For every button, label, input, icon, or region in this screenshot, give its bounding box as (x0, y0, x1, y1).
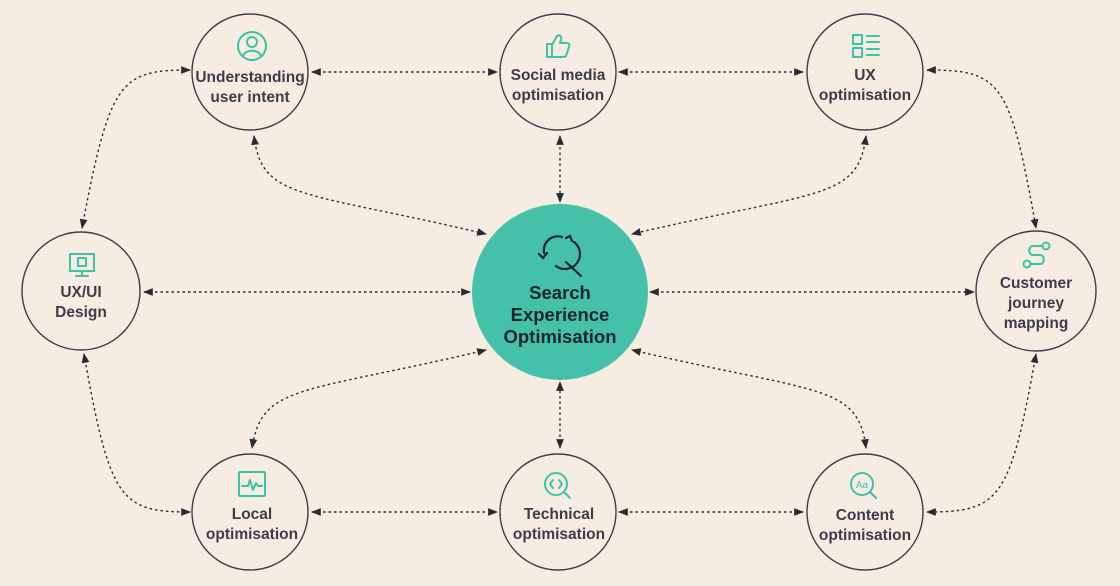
node-local (191, 453, 309, 571)
text-search-icon: Aa (850, 472, 877, 499)
label-ux: UX optimisation (800, 66, 930, 106)
user-icon (237, 31, 267, 61)
connector (251, 135, 487, 236)
label-line: optimisation (512, 526, 606, 543)
activity-chart-icon (238, 471, 266, 497)
label-line: optimisation (511, 87, 605, 104)
node-technical (499, 453, 617, 571)
code-search-icon (544, 472, 571, 499)
label-line: journey (1008, 295, 1064, 312)
label-line: Social media (510, 67, 606, 84)
connector (631, 135, 869, 236)
label-line: user intent (210, 89, 290, 106)
label-line: Technical (523, 506, 595, 523)
center-line: Experience (510, 304, 610, 325)
node-understanding (191, 13, 309, 131)
node-content (806, 453, 924, 571)
label-line: mapping (1003, 315, 1069, 332)
label-line: optimisation (818, 87, 912, 104)
connector (926, 353, 1039, 516)
label-line: Design (55, 304, 107, 321)
label-local: Local optimisation (187, 505, 317, 545)
thumbs-up-icon (546, 34, 571, 58)
label-line: Content (835, 507, 895, 524)
svg-text:Aa: Aa (856, 480, 869, 491)
label-line: UX (854, 67, 876, 84)
node-journey (975, 230, 1097, 352)
label-line: Local (231, 506, 273, 523)
connector (81, 353, 191, 516)
refresh-search-icon (537, 234, 583, 278)
label-understanding: Understanding user intent (185, 68, 315, 108)
center-line: Search (529, 282, 591, 303)
connector (249, 348, 487, 449)
label-line: Understanding (195, 69, 305, 86)
node-uxui (21, 231, 141, 351)
label-line: Customer (999, 275, 1073, 292)
label-uxui: UX/UI Design (16, 283, 146, 323)
label-line: optimisation (818, 527, 912, 544)
route-icon (1022, 241, 1051, 269)
monitor-icon (69, 253, 95, 277)
center-line: Optimisation (503, 326, 617, 347)
connector (926, 66, 1039, 229)
center-node (472, 204, 648, 380)
label-line: optimisation (205, 526, 299, 543)
label-social: Social media optimisation (493, 66, 623, 106)
connector (79, 66, 191, 229)
label-journey: Customer journey mapping (971, 274, 1101, 334)
node-social (499, 13, 617, 131)
connector (631, 348, 869, 449)
layout-list-icon (852, 34, 880, 58)
label-content: Content optimisation (800, 506, 930, 546)
label-technical: Technical optimisation (494, 505, 624, 545)
label-line: UX/UI (60, 284, 102, 301)
node-ux (806, 13, 924, 131)
